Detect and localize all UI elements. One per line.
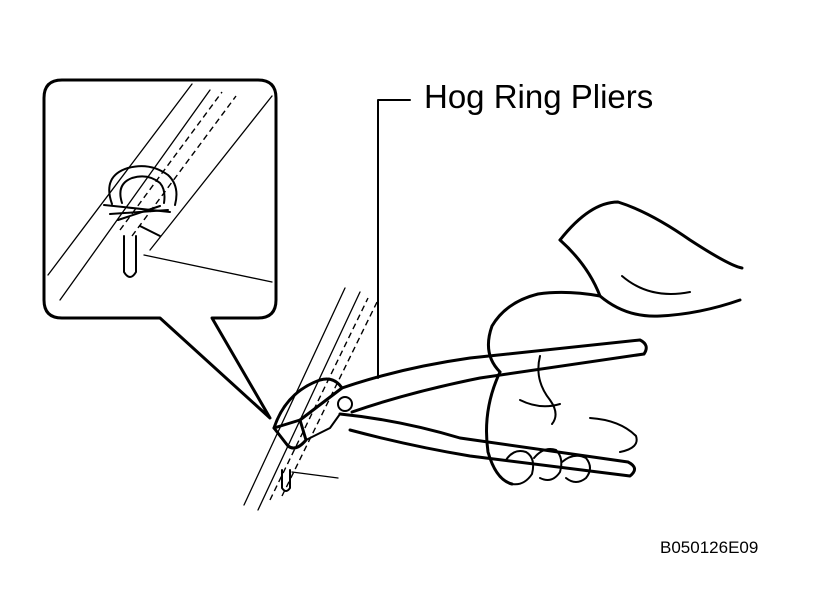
hog-ring-icon [103, 165, 178, 278]
label-leader-line [377, 99, 411, 379]
figure-code: B050126E09 [660, 538, 759, 557]
trim-edge-detail [47, 83, 273, 301]
hog-ring-pliers-icon [272, 338, 648, 478]
seat-cover-strip [243, 287, 379, 511]
tool-label: Hog Ring Pliers [424, 78, 654, 115]
magnified-detail-callout [42, 78, 278, 420]
hand-icon [485, 200, 744, 486]
